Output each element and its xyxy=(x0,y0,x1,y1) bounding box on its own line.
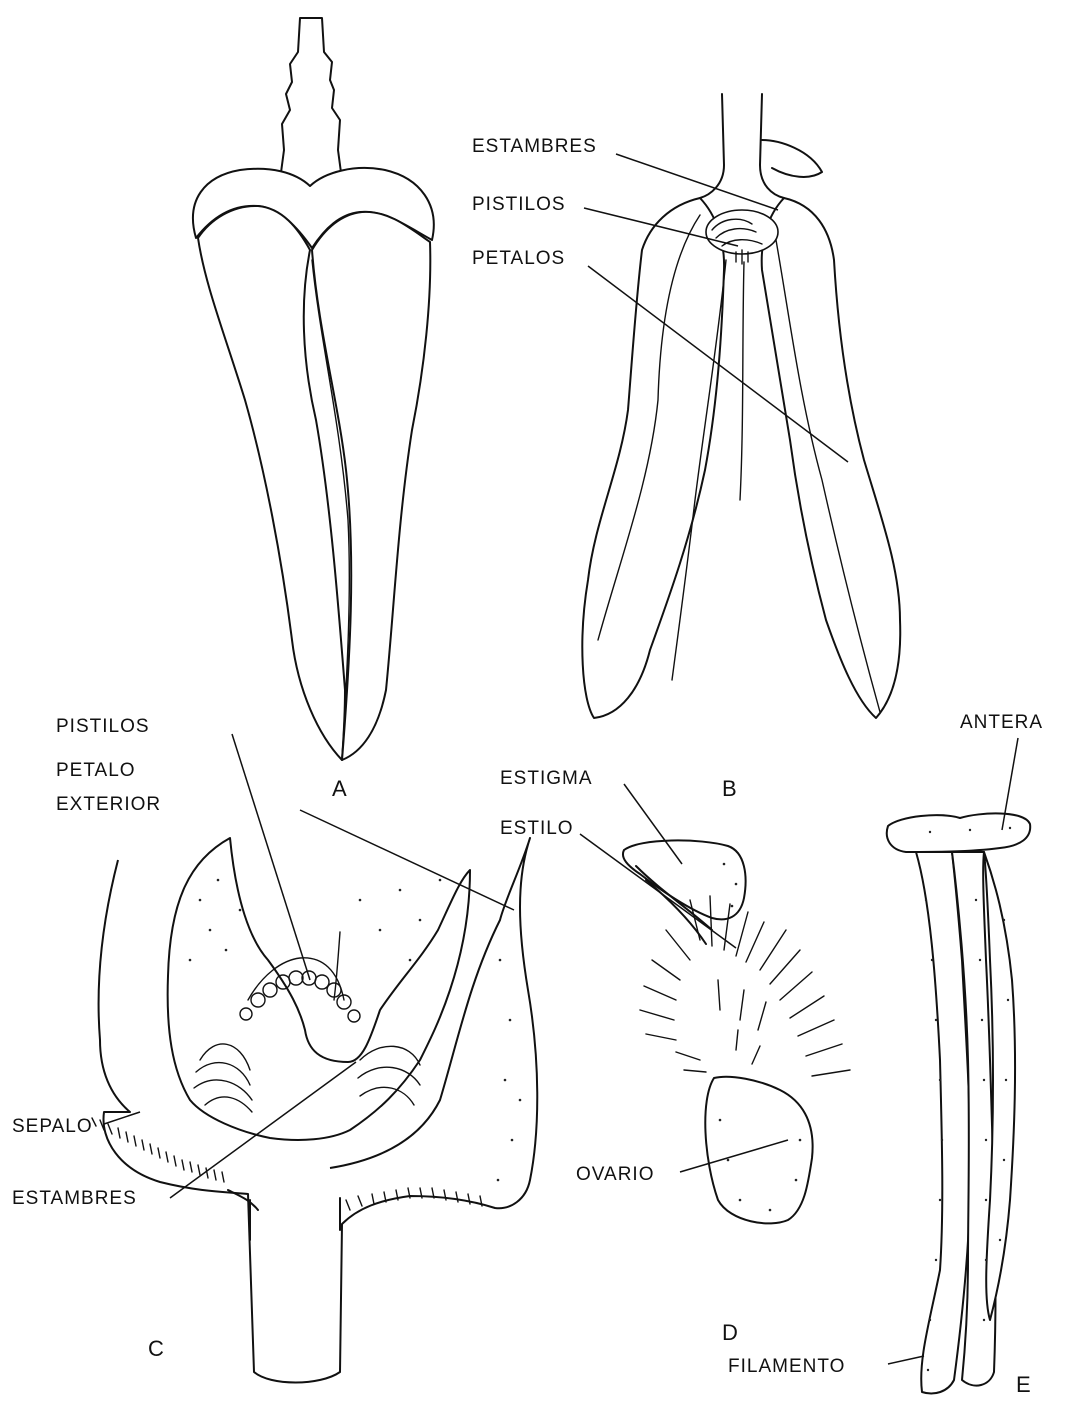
panel-b-left-petal xyxy=(582,198,724,718)
panel-d-ovary xyxy=(705,1077,812,1224)
panel-b-stem xyxy=(700,94,784,198)
label-b-petalos: PETALOS xyxy=(472,248,565,269)
panel-letter-a: A xyxy=(332,776,347,801)
panel-b-sepal-right xyxy=(762,140,822,177)
panel-a-stem xyxy=(280,18,342,180)
label-c-pistilos: PISTILOS xyxy=(56,716,150,737)
leader-e-filamento xyxy=(888,1356,924,1364)
label-e-antera: ANTERA xyxy=(960,712,1043,733)
panel-d-hairs xyxy=(640,896,850,1076)
panel-letter-b: B xyxy=(722,776,737,801)
panel-letter-e: E xyxy=(1016,1372,1031,1397)
panel-e-anther-cap xyxy=(887,813,1030,852)
leader-c-petalo-exterior xyxy=(300,810,514,910)
label-b-pistilos: PISTILOS xyxy=(472,194,566,215)
label-d-estilo: ESTILO xyxy=(500,818,574,839)
panel-d-pistil xyxy=(623,840,850,1223)
labels: ESTAMBRES PISTILOS PETALOS PISTILOS PETA… xyxy=(12,136,1043,1397)
panel-a-closed-flower xyxy=(193,18,434,760)
label-c-estambres: ESTAMBRES xyxy=(12,1188,137,1209)
label-e-filamento: FILAMENTO xyxy=(728,1356,845,1377)
label-c-petalo-exterior-line1: PETALO xyxy=(56,760,136,781)
label-d-estigma: ESTIGMA xyxy=(500,768,593,789)
panel-letter-d: D xyxy=(722,1320,738,1345)
panel-b-open-flower xyxy=(582,94,900,718)
label-b-estambres: ESTAMBRES xyxy=(472,136,597,157)
panel-letter-c: C xyxy=(148,1336,164,1361)
label-c-sepalo: SEPALO xyxy=(12,1116,93,1137)
panel-e-stamen xyxy=(887,813,1030,1393)
panel-c-flower-section xyxy=(92,838,537,1383)
label-c-petalo-exterior-line2: EXTERIOR xyxy=(56,794,161,815)
label-d-ovario: OVARIO xyxy=(576,1164,655,1185)
